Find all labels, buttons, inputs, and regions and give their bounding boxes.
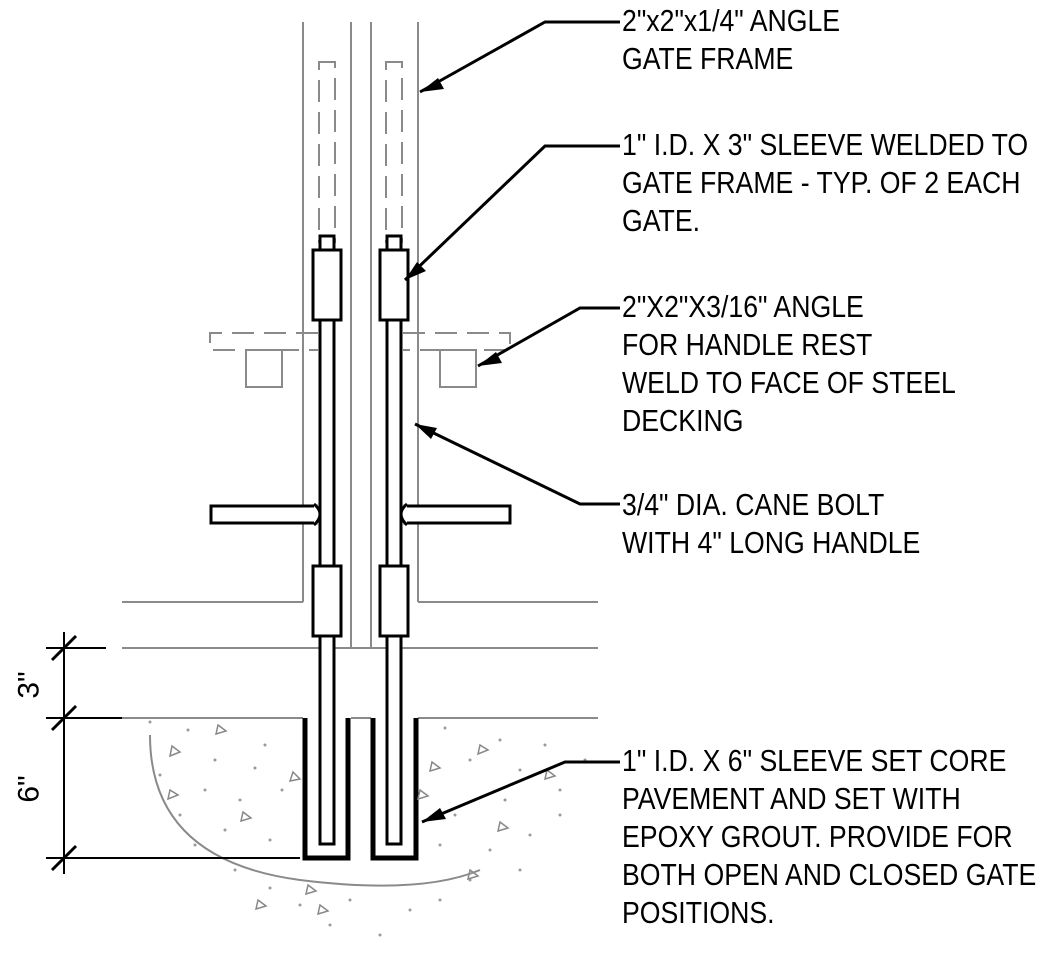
note-line: 3/4" DIA. CANE BOLT — [622, 487, 885, 522]
pavement-aggregate — [148, 720, 587, 937]
handle-rest-note: 2"X2"X3/16" ANGLE FOR HANDLE REST WELD T… — [622, 288, 956, 440]
note-line: EPOXY GROUT. PROVIDE FOR — [622, 819, 1013, 854]
note-line: GATE FRAME - TYP. OF 2 EACH — [622, 165, 1021, 200]
note-line: 1" I.D. X 6" SLEEVE SET CORE — [622, 743, 1007, 778]
dimension-lines — [46, 632, 300, 874]
note-line: 2"x2"x1/4" ANGLE — [622, 3, 841, 38]
note-line: WITH 4" LONG HANDLE — [622, 525, 921, 560]
cane-bolt-handles — [209, 502, 512, 527]
hidden-angle-legs — [318, 61, 403, 243]
note-line: GATE. — [622, 203, 701, 238]
ground-sleeves — [302, 718, 419, 861]
dimension-3-inch: 3" — [12, 671, 46, 699]
gate-frame-angles — [122, 22, 598, 719]
note-line: GATE FRAME — [622, 41, 794, 76]
sleeve-welded-note: 1" I.D. X 3" SLEEVE WELDED TO GATE FRAME… — [622, 126, 1028, 240]
note-line: 2"X2"X3/16" ANGLE — [622, 289, 864, 324]
note-line: FOR HANDLE REST — [622, 327, 873, 362]
note-line: DECKING — [622, 403, 744, 438]
dimension-6-inch: 6" — [12, 775, 46, 803]
cane-bolt-note: 3/4" DIA. CANE BOLT WITH 4" LONG HANDLE — [622, 486, 920, 562]
leader-lines — [403, 20, 620, 824]
gate-frame-note: 2"x2"x1/4" ANGLE GATE FRAME — [622, 2, 840, 78]
note-line: WELD TO FACE OF STEEL — [622, 365, 956, 400]
cane-bolt-rods — [311, 234, 410, 846]
note-line: PAVEMENT AND SET WITH — [622, 781, 961, 816]
note-line: 1" I.D. X 3" SLEEVE WELDED TO — [622, 127, 1029, 162]
handle-rest-angles — [209, 332, 511, 388]
sleeve-core-note: 1" I.D. X 6" SLEEVE SET CORE PAVEMENT AN… — [622, 742, 1036, 932]
note-line: BOTH OPEN AND CLOSED GATE — [622, 857, 1037, 892]
note-line: POSITIONS. — [622, 895, 775, 930]
